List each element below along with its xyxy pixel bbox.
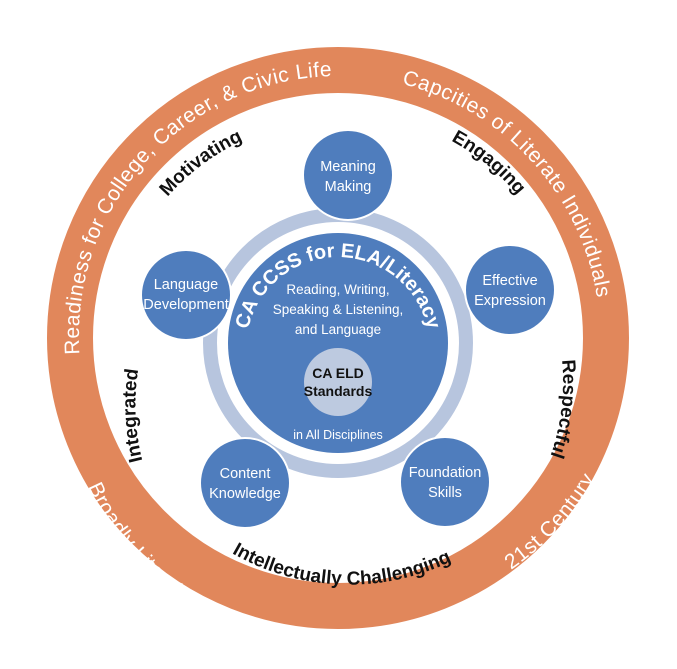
- eld-circle: [304, 348, 372, 416]
- theme-label-line1: Language: [154, 277, 219, 293]
- theme-label-line2: Making: [325, 179, 372, 195]
- outer-ring: [47, 47, 629, 629]
- theme-foundation-skills: Foundation Skills: [399, 436, 491, 528]
- theme-effective-expression: Effective Expression: [464, 244, 556, 336]
- theme-label-line2: Skills: [428, 485, 462, 501]
- theme-language-development: Language Development: [140, 249, 232, 341]
- center-circle: [228, 233, 448, 453]
- center-sub-line2: Speaking & Listening,: [273, 302, 404, 317]
- theme-label-line2: Knowledge: [209, 486, 281, 502]
- theme-content-knowledge: Content Knowledge: [199, 437, 291, 529]
- eld-label-line2: Standards: [304, 383, 373, 399]
- center-sub-line1: Reading, Writing,: [286, 282, 389, 297]
- theme-label-line1: Effective: [482, 273, 537, 289]
- theme-meaning-making: Meaning Making: [302, 129, 394, 221]
- theme-label-line2: Expression: [474, 293, 546, 309]
- center-footer: in All Disciplines: [293, 428, 383, 442]
- theme-label-line2: Development: [143, 297, 228, 313]
- theme-label-line1: Content: [220, 466, 271, 482]
- center-sub-line3: and Language: [295, 322, 381, 337]
- eld-label-line1: CA ELD: [312, 365, 364, 381]
- theme-label-line1: Foundation: [409, 465, 482, 481]
- theme-label-line1: Meaning: [320, 159, 376, 175]
